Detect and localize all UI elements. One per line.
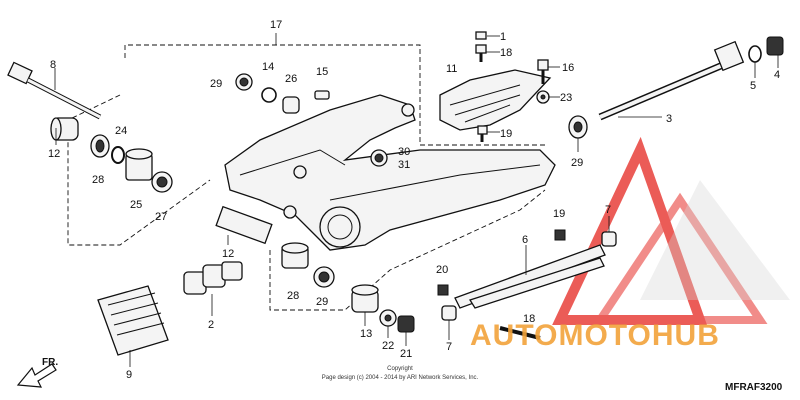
part-10-chain-guard (439, 69, 552, 131)
part-21-washer (379, 309, 397, 327)
part-14-ring (261, 87, 277, 103)
part-7-collar-bottom (441, 305, 457, 321)
callout-24: 25 (130, 199, 142, 211)
part-18-bolt-bottom (477, 125, 488, 142)
part-6-torque-link (454, 244, 606, 309)
callout-5: 5 (750, 80, 756, 92)
watermark-logo (552, 136, 790, 325)
part-8-pivot-bolt (7, 61, 102, 120)
callout-18-top: 18 (500, 47, 512, 59)
part-25-collar (282, 96, 300, 114)
part-17-bolt (499, 326, 541, 340)
part-22-washer (536, 90, 550, 104)
callout-28-lower: 29 (316, 296, 328, 308)
group-lower-box (269, 189, 546, 311)
part-29-seal-top (235, 73, 253, 91)
callout-4: 4 (774, 69, 780, 81)
callout-16: 16 (562, 62, 574, 74)
leader-lines (54, 33, 779, 367)
callout-18-bottom: 19 (500, 128, 512, 140)
group-13-bracket (124, 44, 545, 146)
diagram-code: MFRAF3200 (725, 382, 783, 393)
callout-6: 6 (522, 234, 528, 246)
copyright-line2: Page design (c) 2004 - 2014 by ARI Netwo… (322, 375, 479, 381)
part-7-collar-top (601, 231, 617, 247)
callout-1: 1 (500, 31, 506, 43)
callout-19-bottom: 20 (436, 264, 448, 276)
callout-30: 29 (571, 157, 583, 169)
part-24-needle-bearing (125, 148, 153, 181)
part-28-bearing-left (90, 134, 110, 158)
callout-11: 12 (222, 248, 234, 260)
part-2-universal-joint (183, 261, 243, 295)
callout-23: 24 (115, 125, 127, 137)
callout-25: 26 (285, 73, 297, 85)
callout-2: 2 (208, 319, 214, 331)
front-direction-arrow (16, 363, 57, 388)
part-3-drive-shaft (598, 40, 745, 121)
callout-3: 3 (666, 113, 672, 125)
callout-15: 15 (316, 66, 328, 78)
callout-19-top: 19 (553, 208, 565, 220)
watermark-text: AUTOMOTOHUB (470, 319, 720, 352)
callout-20: 21 (400, 348, 412, 360)
callout-31: 31 (398, 159, 410, 171)
callout-21: 22 (382, 340, 394, 352)
callout-13: 17 (270, 19, 282, 31)
callout-26: 27 (155, 211, 167, 223)
part-19-nut-top (554, 229, 566, 241)
part-12-collar-left (50, 117, 79, 141)
part-28-bearing-lower (313, 266, 335, 288)
callout-8: 8 (50, 59, 56, 71)
part-27-bearing (281, 242, 309, 269)
part-4-spring (766, 36, 784, 56)
part-30-oil-seal (568, 115, 588, 139)
part-15-clip (314, 90, 330, 100)
callout-27: 28 (287, 290, 299, 302)
callout-17: 18 (523, 313, 535, 325)
part-1-nut (475, 31, 487, 40)
callout-labels: 17 1 18 11 16 23 19 8 12 24 28 25 27 29 … (48, 19, 780, 381)
part-13-swingarm (224, 94, 556, 251)
callout-28-left: 28 (92, 174, 104, 186)
part-16-bolt (537, 59, 549, 84)
callout-14: 14 (262, 61, 274, 73)
callout-7-top: 7 (605, 204, 611, 216)
part-12-collar-lower (351, 284, 379, 313)
callout-29-right: 30 (398, 146, 410, 158)
part-5-ring (748, 45, 762, 63)
callout-10: 11 (446, 63, 457, 75)
part-29-seal-right (370, 149, 388, 167)
part-20-nut (397, 315, 415, 333)
callout-7-bottom: 7 (446, 341, 452, 353)
part-9-boot (97, 285, 169, 356)
part-19-nut-bottom (437, 284, 449, 296)
part-23-circlip (111, 146, 125, 164)
part-26-bearing (151, 171, 173, 193)
callout-12-lower: 13 (360, 328, 372, 340)
copyright-line1: Copyright (387, 366, 413, 372)
callout-22: 23 (560, 92, 572, 104)
callout-29-top: 29 (210, 78, 222, 90)
callout-12-left: 12 (48, 148, 60, 160)
direction-label: FR. (42, 357, 58, 368)
part-18-bolt-top (475, 44, 487, 62)
part-11-collar (215, 205, 273, 245)
callout-9: 9 (126, 369, 132, 381)
